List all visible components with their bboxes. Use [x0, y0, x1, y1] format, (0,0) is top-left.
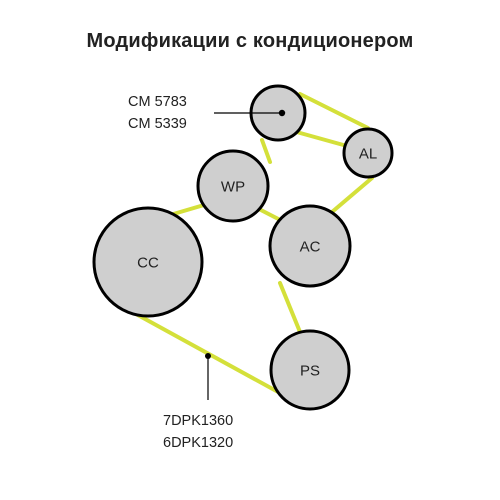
- tensioner-center-dot: [278, 109, 286, 117]
- belt-segment-wp-cc: [168, 203, 206, 217]
- belt-segment-al-ac: [330, 176, 374, 214]
- belt-segment-tensioner-al-lower: [291, 129, 349, 148]
- pulley-wp-circle: [196, 149, 270, 223]
- pulley-ps-circle: [269, 329, 351, 411]
- pulley-wp-label: WP: [221, 179, 245, 196]
- pulley-ac-circle: [268, 204, 352, 288]
- belt-code-1: 7DPK1360: [163, 413, 233, 429]
- diagram-title: Модификации с кондиционером: [0, 30, 500, 53]
- pulley-al-label: AL: [359, 146, 377, 163]
- pulley-cc-circle: [92, 206, 204, 318]
- belt-segment-tensioner-al: [298, 92, 370, 130]
- belt-code-2: 6DPK1320: [163, 435, 233, 451]
- pulley-ac: AC: [268, 204, 352, 288]
- belt-segment-tensioner-wp: [260, 138, 272, 164]
- pulley-ac-label: AC: [300, 239, 321, 256]
- tensioner-code-2: CM 5339: [128, 116, 187, 132]
- belt-segment-ac-ps: [278, 281, 302, 334]
- pulley-cc-label: CC: [137, 255, 159, 272]
- diagram-title-text: Модификации с кондиционером: [86, 30, 414, 52]
- pulley-cc: CC: [92, 206, 204, 318]
- pulley-al-circle: [342, 127, 394, 179]
- pulley-ps-label: PS: [300, 363, 320, 380]
- pulley-wp: WP: [196, 149, 270, 223]
- tensioner-code-1: CM 5783: [128, 94, 187, 110]
- pulley-al: AL: [342, 127, 394, 179]
- tensioner-callout: CM 5783 CM 5339: [128, 94, 280, 132]
- pulley-ps: PS: [269, 329, 351, 411]
- belt-callout: 7DPK1360 6DPK1320: [163, 353, 233, 451]
